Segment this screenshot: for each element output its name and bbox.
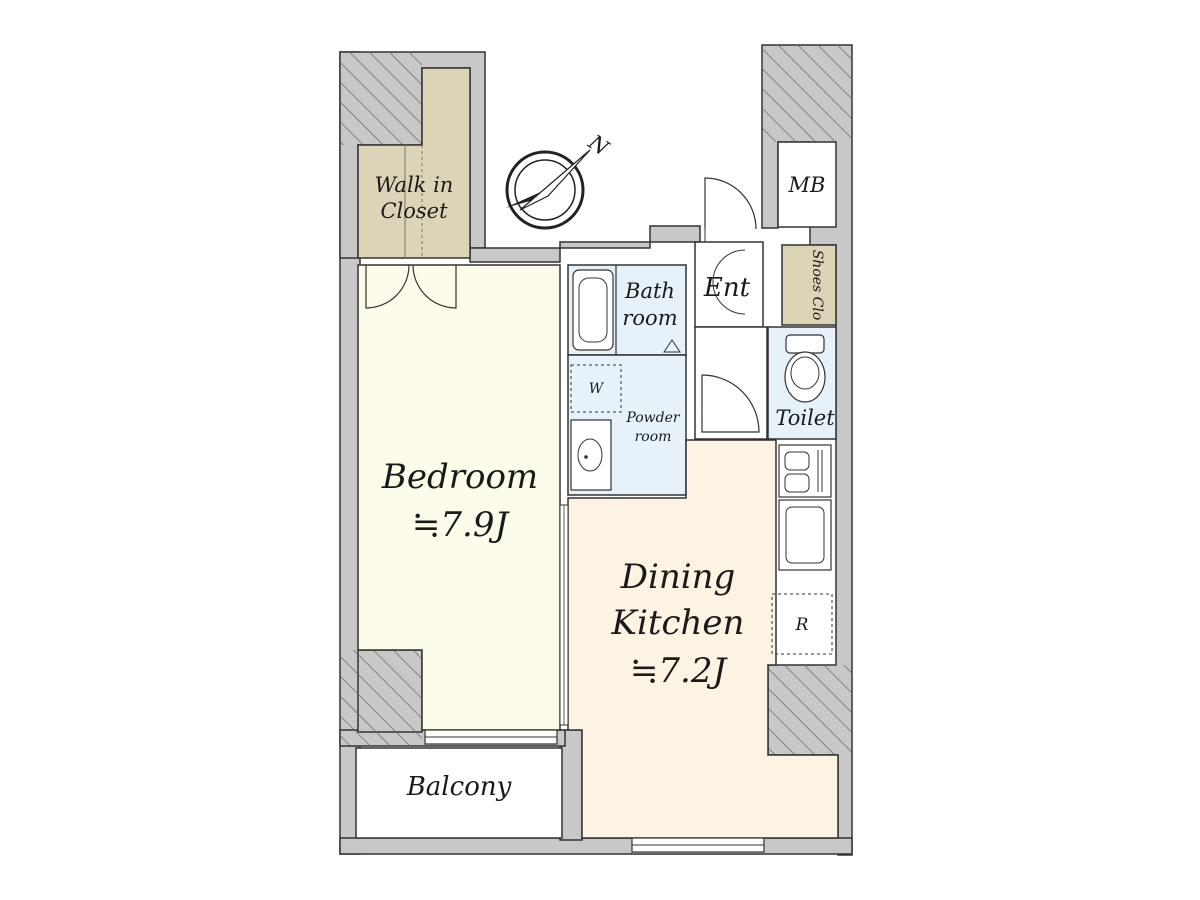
- toilet-room: Toilet: [767, 326, 837, 440]
- bath-room-label-line1: Bath: [624, 279, 675, 303]
- dining-window: [631, 837, 765, 853]
- refrigerator-space: [771, 593, 833, 655]
- entrance-door: [704, 177, 757, 230]
- compass: N: [505, 130, 613, 230]
- powder-room-label-line1: Powder: [625, 410, 681, 426]
- bedroom-window: [424, 729, 558, 745]
- walk-in-closet-label-line1: Walk in: [375, 173, 454, 197]
- washer-space: [570, 364, 622, 413]
- bedroom-area: ≒7.9J: [412, 505, 511, 545]
- meter-box: MB: [777, 141, 837, 228]
- bedroom-dining-sliding-door: [559, 504, 569, 726]
- dining-kitchen-label-line1: Dining: [620, 557, 736, 597]
- dining-kitchen-area: ≒7.2J: [630, 651, 729, 691]
- entrance-label: Ent: [703, 273, 751, 303]
- shoes-closet-label: Shoes Clo: [809, 250, 825, 321]
- washer-label: W: [589, 381, 605, 397]
- powder-room: W Powder room: [567, 354, 687, 496]
- balcony-label: Balcony: [406, 772, 512, 802]
- powder-room-label-line2: room: [635, 429, 672, 445]
- bedroom: Bedroom ≒7.9J: [357, 264, 561, 731]
- bedroom-name: Bedroom: [381, 457, 538, 497]
- wall-bottom: [339, 837, 853, 855]
- walk-in-closet: Walk in Closet: [357, 67, 471, 259]
- closet-door-left: [365, 264, 410, 309]
- hallway-door: [701, 374, 760, 433]
- hatched-pillars: [340, 45, 852, 755]
- refrigerator-label: R: [795, 615, 809, 635]
- toilet-label: Toilet: [775, 406, 835, 430]
- entrance: Ent: [694, 177, 764, 328]
- closet-door-right: [412, 264, 457, 309]
- hallway: [694, 326, 768, 440]
- dining-kitchen-label-line2: Kitchen: [611, 603, 745, 643]
- compass-north-label: N: [583, 130, 613, 161]
- walk-in-closet-label-line2: Closet: [380, 199, 448, 223]
- bath-room: Bath room: [567, 264, 687, 356]
- balcony: Balcony: [355, 747, 563, 839]
- dining-kitchen: R Dining Kitchen ≒7.2J: [567, 439, 839, 839]
- shoes-closet: Shoes Clo: [781, 244, 837, 326]
- wall-top-middle: [469, 225, 701, 263]
- meter-box-label: MB: [788, 173, 826, 197]
- bath-room-label-line2: room: [622, 306, 677, 330]
